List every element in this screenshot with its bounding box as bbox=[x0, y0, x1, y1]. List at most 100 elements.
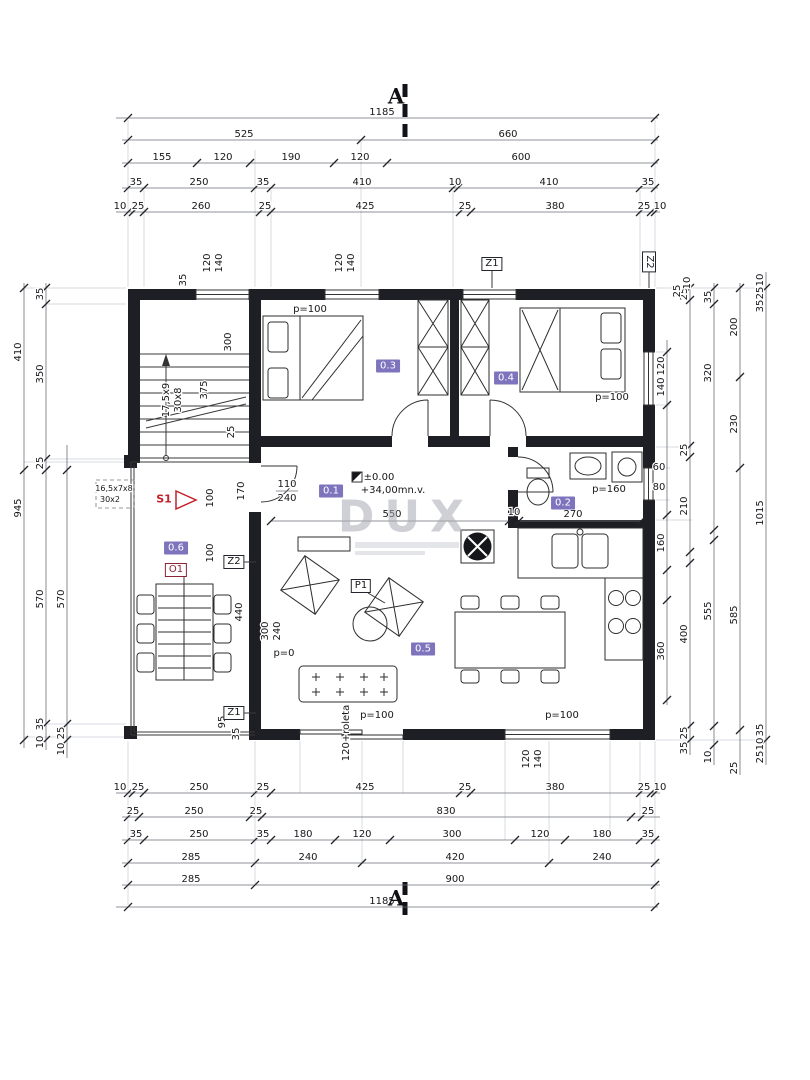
dim-label: 585 bbox=[729, 605, 740, 624]
terrace-table bbox=[136, 583, 232, 681]
dining-table bbox=[454, 595, 566, 684]
terrace-edge bbox=[130, 461, 255, 736]
dim-label: 10 bbox=[449, 177, 462, 188]
toilet bbox=[526, 467, 550, 506]
dim-label: 25 bbox=[755, 287, 766, 300]
dim-label: 10 bbox=[114, 782, 127, 793]
dimension-row: 1185 bbox=[116, 106, 660, 123]
annotation-label: 140 bbox=[214, 253, 225, 272]
annotation-label: 140 bbox=[533, 749, 544, 768]
level-marker bbox=[352, 472, 362, 482]
bathroom-sink bbox=[569, 452, 607, 480]
dim-label: 25 bbox=[459, 201, 472, 212]
dim-label: 180 bbox=[293, 829, 312, 840]
dim-label: 25 bbox=[259, 201, 272, 212]
dim-label: 10 bbox=[654, 782, 667, 793]
dim-label: 35 bbox=[130, 177, 143, 188]
dim-label: 10 bbox=[755, 738, 766, 751]
extension-lines bbox=[24, 120, 768, 905]
annotation-label: 16,5x7x8 bbox=[95, 484, 132, 493]
dim-label: 250 bbox=[189, 829, 208, 840]
stair-arrow bbox=[162, 354, 170, 366]
dim-label: 300 bbox=[442, 829, 461, 840]
dim-label: 200 bbox=[729, 317, 740, 336]
dim-label: 35 bbox=[642, 177, 655, 188]
annotation-label: 80 bbox=[653, 482, 666, 493]
dim-label: 25 bbox=[642, 806, 655, 817]
dim-label: 35 bbox=[35, 288, 46, 301]
annotation-label: 170 bbox=[236, 481, 247, 500]
dim-label: 155 bbox=[152, 152, 171, 163]
annotation-label: 25 bbox=[226, 426, 237, 439]
dim-label: 25 bbox=[755, 751, 766, 764]
annotation-label: 100 bbox=[205, 488, 216, 507]
dim-label: 420 bbox=[445, 852, 464, 863]
dim-label: 25 bbox=[459, 782, 472, 793]
sliding-door-panel bbox=[299, 729, 363, 735]
dim-label: 120 bbox=[656, 356, 667, 375]
dim-label: 25 bbox=[257, 782, 270, 793]
dim-label: 285 bbox=[181, 852, 200, 863]
dim-label: 570 bbox=[56, 589, 67, 608]
dim-label: 35 bbox=[755, 724, 766, 737]
annotation-label: p=100 bbox=[293, 304, 327, 315]
dim-label: 570 bbox=[35, 589, 46, 608]
annotation-label: 17,5x9 bbox=[161, 383, 172, 418]
dim-label: 380 bbox=[545, 782, 564, 793]
annotation-label: 35 bbox=[178, 274, 189, 287]
annotation-label: 270 bbox=[563, 509, 582, 520]
dim-label: 10 bbox=[56, 743, 67, 756]
furniture bbox=[136, 299, 644, 703]
dim-label: 250 bbox=[189, 177, 208, 188]
dim-label: 25 bbox=[679, 444, 690, 457]
dim-label: 250 bbox=[189, 782, 208, 793]
armchair bbox=[280, 555, 340, 615]
dim-label: 320 bbox=[703, 363, 714, 382]
hall-console bbox=[297, 536, 351, 552]
stairs bbox=[140, 353, 249, 461]
dim-label: 25 bbox=[56, 727, 67, 740]
wardrobe bbox=[417, 299, 490, 396]
dim-label: 250 bbox=[184, 806, 203, 817]
interior-dims bbox=[95, 471, 646, 526]
dim-label: 10 bbox=[755, 274, 766, 287]
dim-label: 35 bbox=[642, 829, 655, 840]
annotation-label: 100 bbox=[205, 543, 216, 562]
dim-label: 120 bbox=[350, 152, 369, 163]
dim-label: 35 bbox=[257, 829, 270, 840]
annotation-label: p=0 bbox=[273, 648, 294, 659]
dim-label: 10 bbox=[114, 201, 127, 212]
annotation-label: 120 bbox=[521, 749, 532, 768]
annotation-label: 10 bbox=[682, 277, 693, 290]
dim-label: 425 bbox=[355, 782, 374, 793]
s1-triangle bbox=[175, 489, 198, 511]
dim-label: 600 bbox=[511, 152, 530, 163]
washing-machine bbox=[611, 451, 643, 483]
dim-label: 410 bbox=[539, 177, 558, 188]
annotation-label: 550 bbox=[382, 509, 401, 520]
dim-label: 120 bbox=[530, 829, 549, 840]
dim-label: 260 bbox=[191, 201, 210, 212]
dim-label: 210 bbox=[679, 496, 690, 515]
annotation-label: 120+roleta bbox=[341, 705, 352, 761]
dim-label: 945 bbox=[13, 498, 24, 517]
leader-lines bbox=[183, 270, 650, 714]
annotation-label: ±0.00 bbox=[364, 472, 395, 483]
annotation-label: 240 bbox=[277, 493, 296, 504]
annotation-label: 240 bbox=[272, 621, 283, 640]
annotation-label: 120 bbox=[202, 253, 213, 272]
annotation-label: 110 bbox=[277, 479, 296, 490]
walls bbox=[124, 289, 655, 740]
dim-label: 35 bbox=[755, 300, 766, 313]
annotation-label: 30x2 bbox=[100, 495, 120, 504]
dim-label: 400 bbox=[679, 624, 690, 643]
dim-label: 10 bbox=[654, 201, 667, 212]
